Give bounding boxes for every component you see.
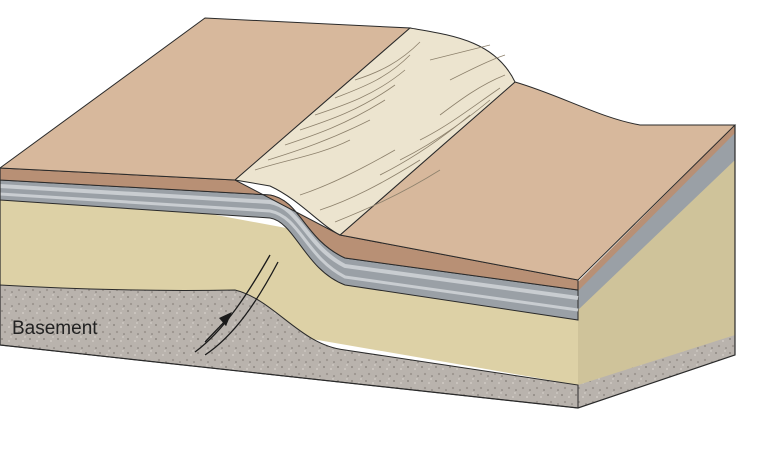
basement-label: Basement [12,318,98,339]
